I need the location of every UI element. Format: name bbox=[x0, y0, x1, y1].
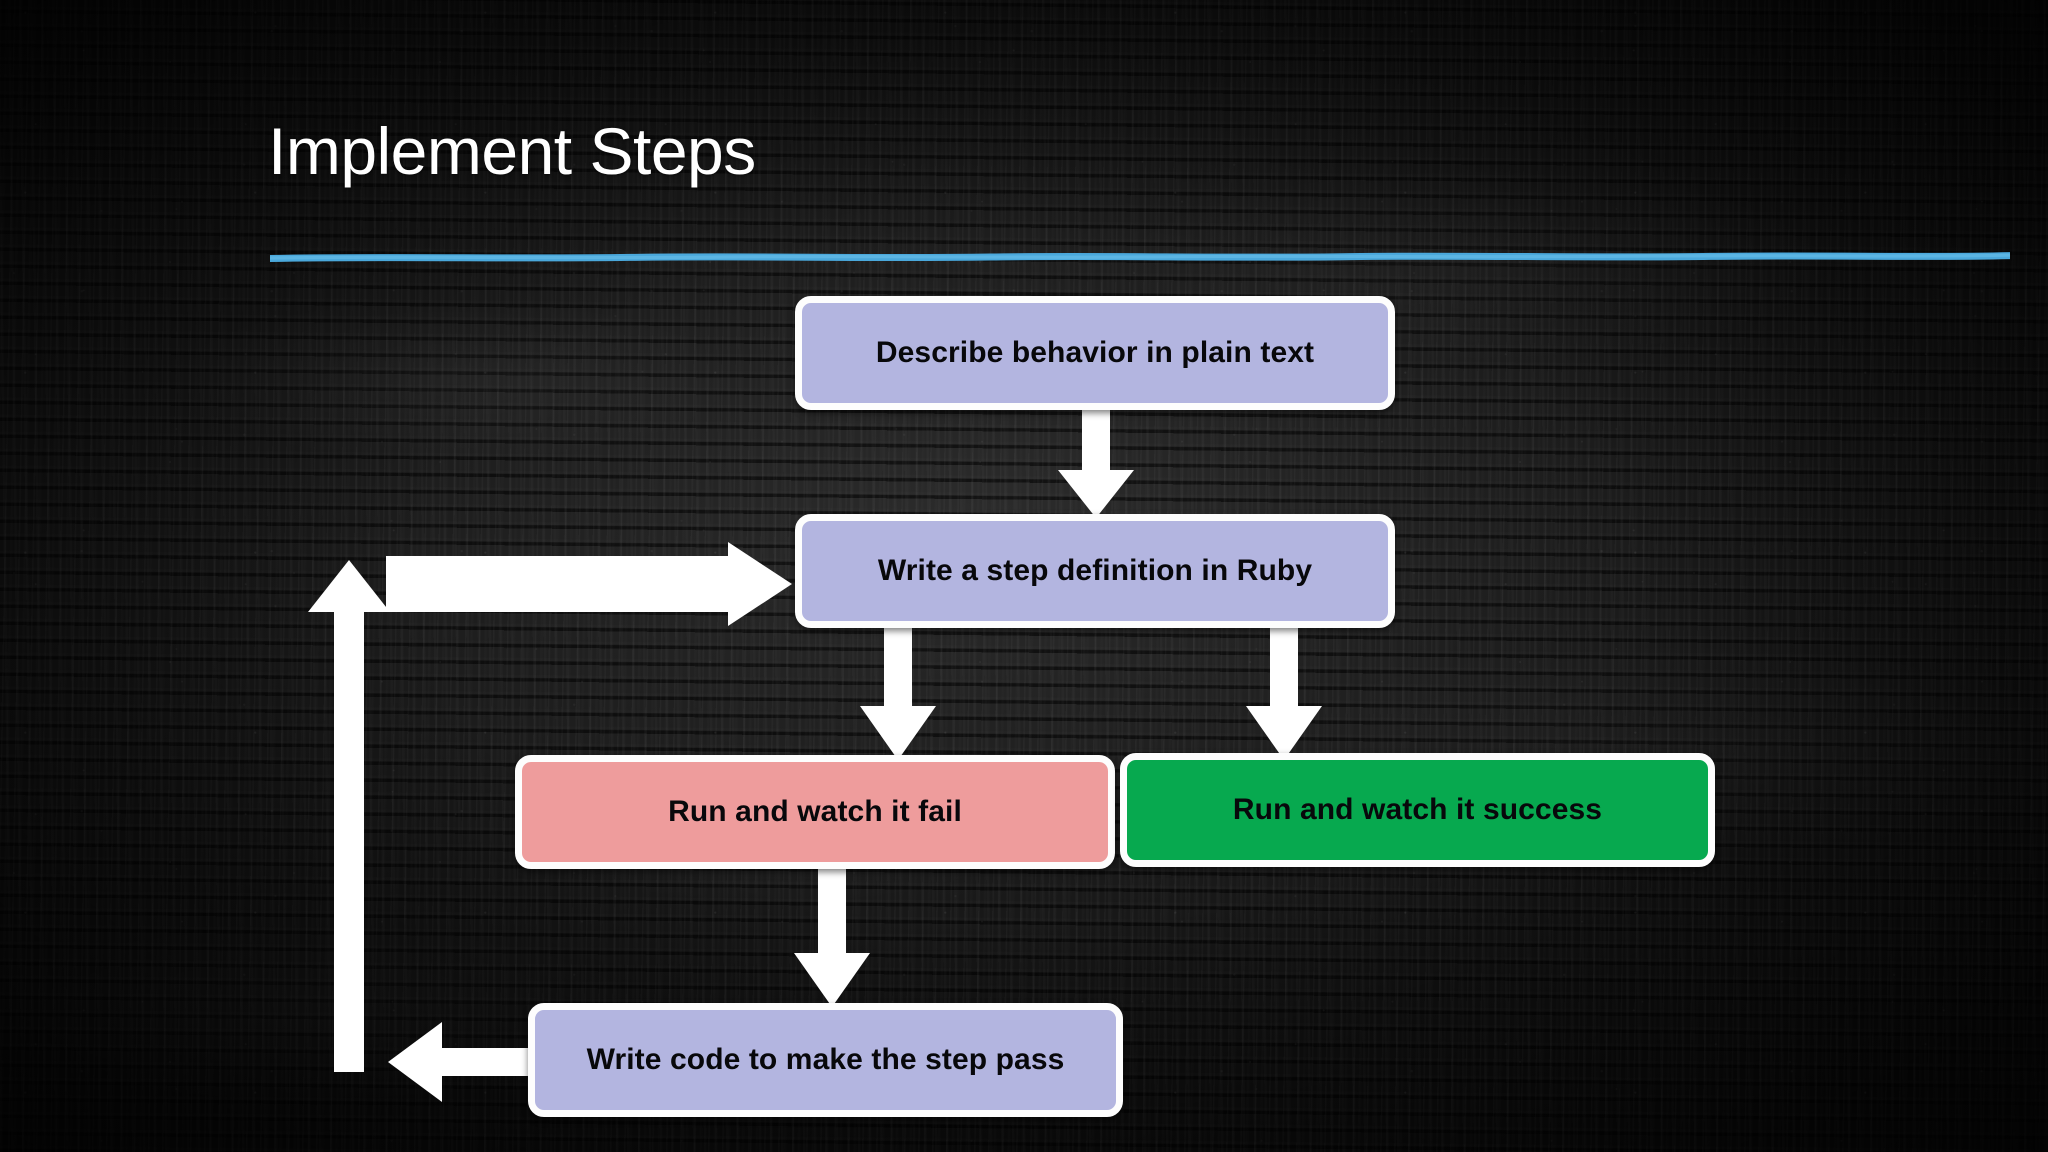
flow-node-label: Run and watch it success bbox=[1232, 793, 1603, 826]
flow-node-run-and-watch-it-success[interactable]: Run and watch it success bbox=[1120, 753, 1715, 867]
flow-node-run-and-watch-it-fail[interactable]: Run and watch it fail bbox=[515, 755, 1115, 869]
flow-node-label: Write code to make the step pass bbox=[586, 1043, 1065, 1076]
flow-node-label: Run and watch it fail bbox=[668, 795, 962, 828]
flow-node-describe-behavior[interactable]: Describe behavior in plain text bbox=[795, 296, 1395, 410]
page-title: Implement Steps bbox=[268, 114, 756, 188]
flow-node-label: Describe behavior in plain text bbox=[875, 336, 1315, 369]
flow-node-label: Write a step definition in Ruby bbox=[877, 554, 1313, 587]
flow-node-write-code-to-make-step-pass[interactable]: Write code to make the step pass bbox=[528, 1003, 1123, 1117]
flow-node-write-step-definition[interactable]: Write a step definition in Ruby bbox=[795, 514, 1395, 628]
